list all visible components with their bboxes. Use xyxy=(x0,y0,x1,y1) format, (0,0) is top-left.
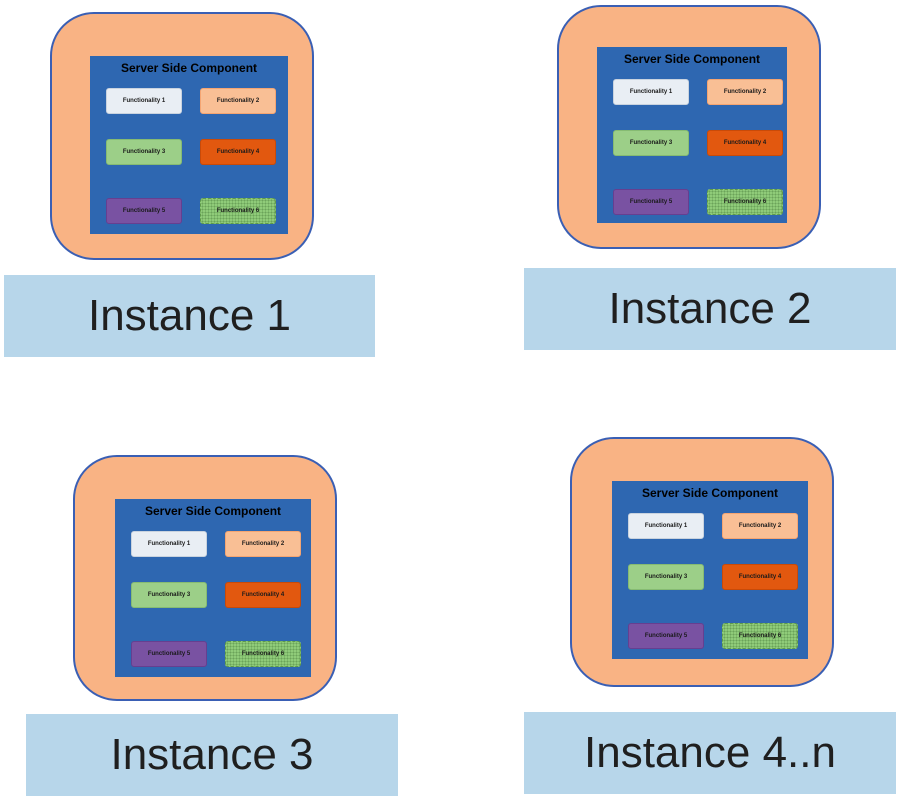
functionality-6-box: Functionality 6 xyxy=(200,198,276,224)
functionality-3-box: Functionality 3 xyxy=(628,564,704,590)
server-side-component: Server Side Component Functionality 1 Fu… xyxy=(612,481,808,659)
functionality-6-box: Functionality 6 xyxy=(225,641,301,667)
functionality-6-box: Functionality 6 xyxy=(722,623,798,649)
functionality-4-box: Functionality 4 xyxy=(722,564,798,590)
functionality-2-box: Functionality 2 xyxy=(225,531,301,557)
functionality-2-box: Functionality 2 xyxy=(722,513,798,539)
server-side-component: Server Side Component Functionality 1 Fu… xyxy=(597,47,787,223)
functionality-5-box: Functionality 5 xyxy=(628,623,704,649)
instance-1-label: Instance 1 xyxy=(4,275,375,357)
component-title: Server Side Component xyxy=(144,504,282,518)
functionality-5-box: Functionality 5 xyxy=(613,189,689,215)
functionality-2-box: Functionality 2 xyxy=(200,88,276,114)
functionality-1-box: Functionality 1 xyxy=(106,88,182,114)
functionality-3-box: Functionality 3 xyxy=(106,139,182,165)
functionality-4-box: Functionality 4 xyxy=(200,139,276,165)
functionality-3-box: Functionality 3 xyxy=(131,582,207,608)
instance-4-frame: Server Side Component Functionality 1 Fu… xyxy=(570,437,834,687)
instance-3-frame: Server Side Component Functionality 1 Fu… xyxy=(73,455,337,701)
server-side-component: Server Side Component Functionality 1 Fu… xyxy=(115,499,311,677)
functionality-2-box: Functionality 2 xyxy=(707,79,783,105)
functionality-6-box: Functionality 6 xyxy=(707,189,783,215)
instance-4-label: Instance 4..n xyxy=(524,712,896,794)
server-side-component: Server Side Component Functionality 1 Fu… xyxy=(90,56,288,234)
component-title: Server Side Component xyxy=(641,486,779,500)
instance-1-frame: Server Side Component Functionality 1 Fu… xyxy=(50,12,314,260)
functionality-5-box: Functionality 5 xyxy=(131,641,207,667)
functionality-5-box: Functionality 5 xyxy=(106,198,182,224)
component-title: Server Side Component xyxy=(623,52,761,66)
functionality-4-box: Functionality 4 xyxy=(225,582,301,608)
instance-3-label: Instance 3 xyxy=(26,714,398,796)
functionality-1-box: Functionality 1 xyxy=(131,531,207,557)
functionality-3-box: Functionality 3 xyxy=(613,130,689,156)
instance-2-label: Instance 2 xyxy=(524,268,896,350)
functionality-1-box: Functionality 1 xyxy=(613,79,689,105)
component-title: Server Side Component xyxy=(120,61,258,75)
instance-2-frame: Server Side Component Functionality 1 Fu… xyxy=(557,5,821,249)
functionality-1-box: Functionality 1 xyxy=(628,513,704,539)
functionality-4-box: Functionality 4 xyxy=(707,130,783,156)
